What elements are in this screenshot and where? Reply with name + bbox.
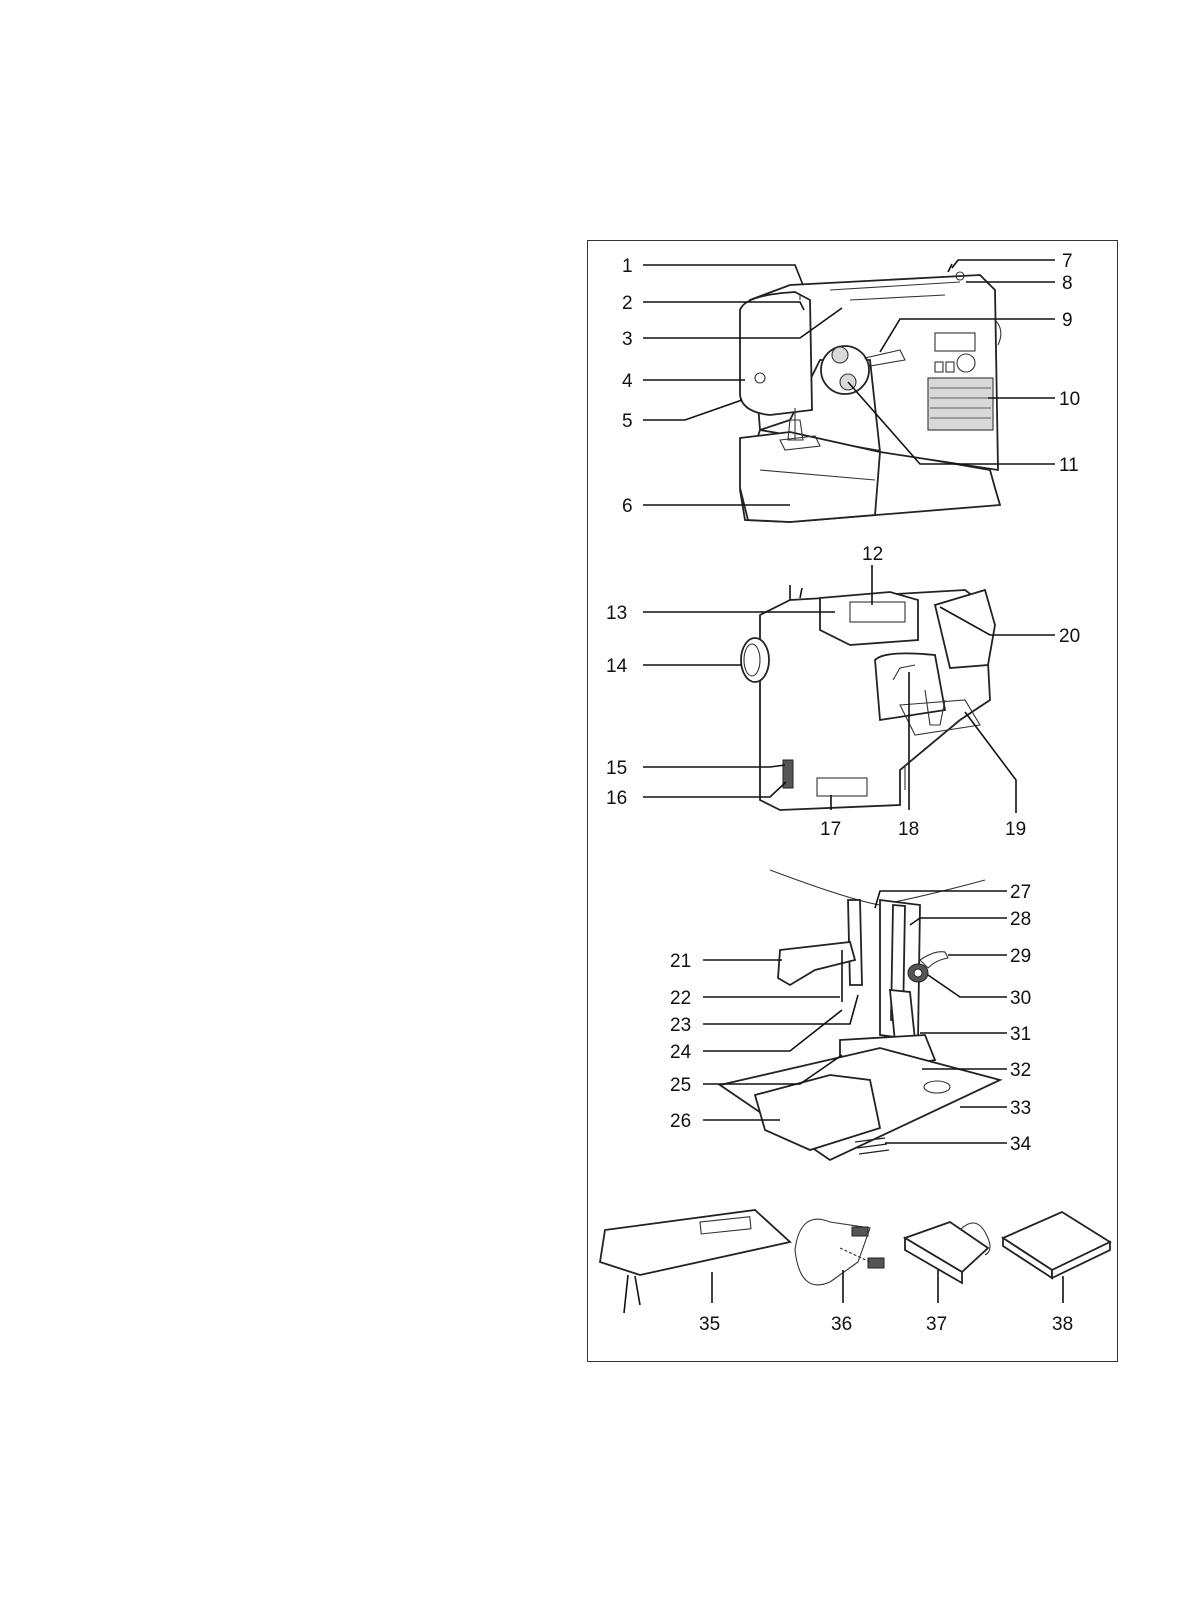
- callout-20: 20: [1059, 626, 1080, 647]
- callout-38: 38: [1052, 1314, 1073, 1335]
- callout-13: 13: [606, 603, 627, 624]
- callout-1: 1: [622, 256, 633, 277]
- callout-5: 5: [622, 411, 633, 432]
- callout-25: 25: [670, 1075, 691, 1096]
- callout-16: 16: [606, 788, 627, 809]
- callout-14: 14: [606, 656, 628, 677]
- callout-8: 8: [1062, 273, 1073, 294]
- needle-area-view: [720, 870, 1000, 1160]
- rear-view: [741, 585, 995, 810]
- callout-9: 9: [1062, 310, 1073, 331]
- callout-4: 4: [622, 371, 633, 392]
- callout-37: 37: [926, 1314, 947, 1335]
- callout-10: 10: [1059, 389, 1080, 410]
- callout-15: 15: [606, 758, 627, 779]
- callout-18: 18: [898, 819, 919, 840]
- callout-29: 29: [1010, 946, 1031, 967]
- callout-12: 12: [862, 544, 883, 565]
- callout-32: 32: [1010, 1060, 1031, 1081]
- callout-17: 17: [820, 819, 841, 840]
- callout-31: 31: [1010, 1024, 1031, 1045]
- callout-36: 36: [831, 1314, 852, 1335]
- callout-3: 3: [622, 329, 633, 350]
- callout-23: 23: [670, 1015, 691, 1036]
- callout-2: 2: [622, 293, 633, 314]
- callout-11: 11: [1059, 455, 1079, 476]
- callout-30: 30: [1010, 988, 1031, 1009]
- callout-26: 26: [670, 1111, 691, 1132]
- callout-24: 24: [670, 1042, 692, 1063]
- callout-19: 19: [1005, 819, 1026, 840]
- callout-33: 33: [1010, 1098, 1031, 1119]
- callout-21: 21: [670, 951, 691, 972]
- callout-34: 34: [1010, 1134, 1032, 1155]
- callout-6: 6: [622, 496, 633, 517]
- callout-22: 22: [670, 988, 691, 1009]
- callout-28: 28: [1010, 909, 1031, 930]
- callout-35: 35: [699, 1314, 720, 1335]
- callout-27: 27: [1010, 882, 1031, 903]
- accessories-view: [600, 1210, 1110, 1313]
- callout-7: 7: [1062, 251, 1073, 272]
